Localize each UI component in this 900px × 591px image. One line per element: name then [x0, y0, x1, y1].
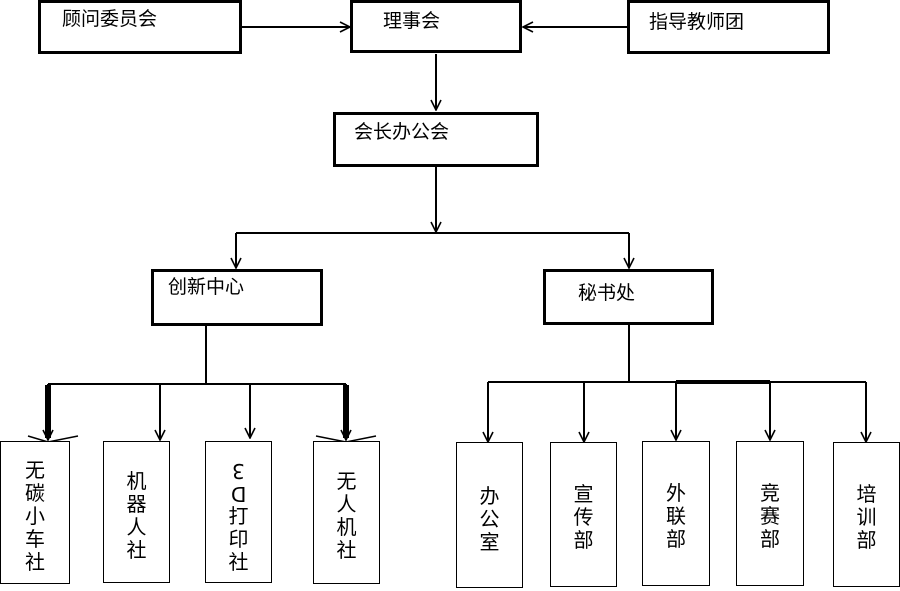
club-label-carbon-free-car: 无碳小车社 — [25, 458, 45, 574]
thick-stem-club-1 — [45, 385, 51, 438]
dept-box-publicity: 宣传部 — [550, 442, 617, 587]
thick-bar-secretariat — [676, 380, 770, 384]
dept-label-training: 培训部 — [856, 482, 877, 552]
dept-box-competition: 竞赛部 — [736, 441, 804, 586]
council-box: 理事会 — [350, 0, 522, 53]
club-label-drone: 无人机社 — [336, 469, 357, 562]
innovation-center-label: 创新中心 — [168, 276, 245, 298]
dept-label-office: 办公室 — [479, 484, 500, 554]
instructors-box: 指导教师团 — [627, 0, 830, 54]
instructors-label: 指导教师团 — [649, 11, 745, 33]
club-box-robotics: 机器人社 — [103, 441, 170, 583]
dept-label-publicity: 宣传部 — [573, 482, 594, 552]
club-label-robotics: 机器人社 — [126, 469, 147, 562]
secretariat-label: 秘书处 — [578, 282, 636, 304]
presidents-office-box: 会长办公会 — [333, 112, 539, 167]
dept-box-office: 办公室 — [456, 442, 523, 588]
presidents-office-label: 会长办公会 — [354, 121, 450, 143]
thick-stem-club-4 — [343, 385, 349, 438]
dept-box-training: 培训部 — [833, 442, 900, 587]
council-label: 理事会 — [383, 10, 441, 32]
secretariat-box: 秘书处 — [543, 269, 714, 325]
dept-label-competition: 竞赛部 — [760, 481, 780, 551]
advisory-committee-box: 顾问委员会 — [38, 0, 242, 54]
club-box-carbon-free-car: 无碳小车社 — [0, 441, 70, 584]
innovation-center-box: 创新中心 — [151, 269, 323, 326]
club-box-drone: 无人机社 — [313, 441, 380, 584]
dept-label-external-relations: 外联部 — [666, 481, 686, 551]
dept-box-external-relations: 外联部 — [642, 441, 710, 586]
advisory-committee-label: 顾问委员会 — [62, 8, 158, 30]
